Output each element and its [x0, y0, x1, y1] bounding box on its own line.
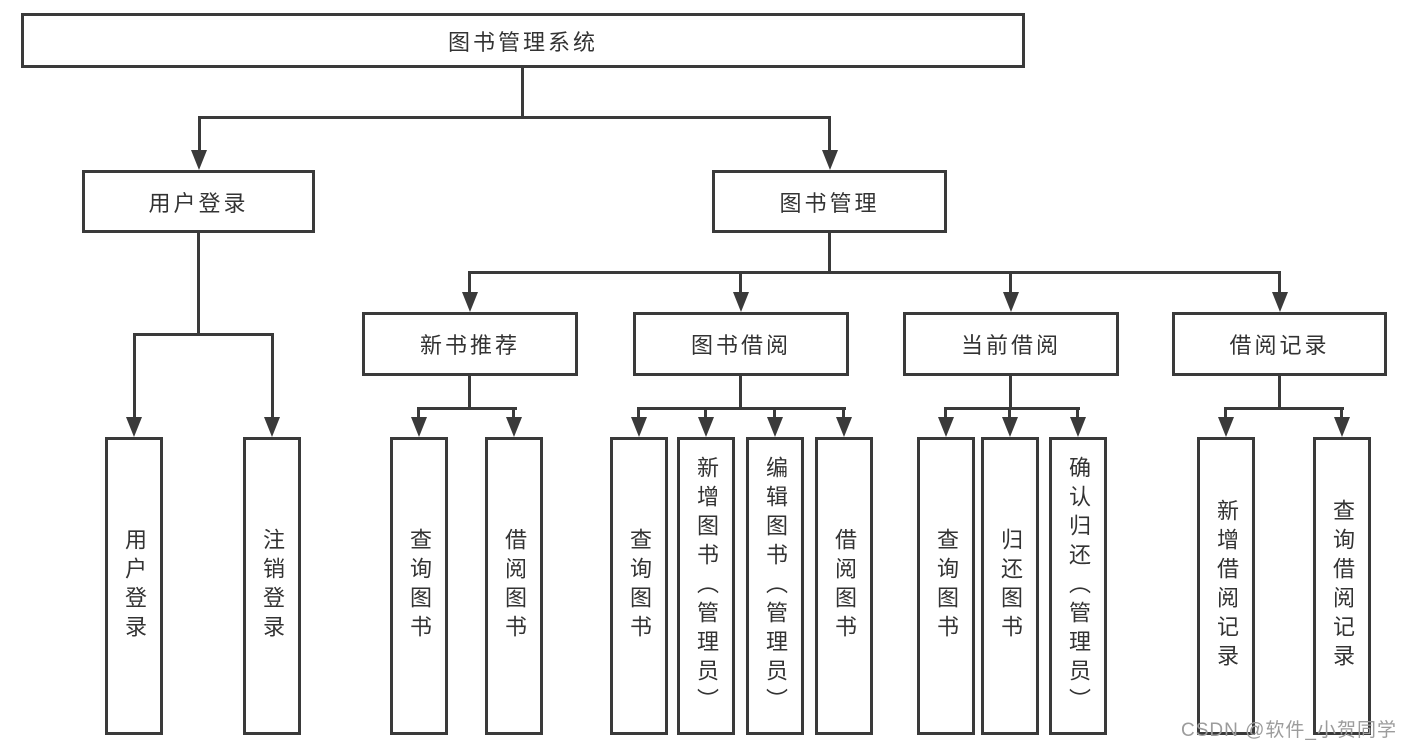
arrow-down-icon [836, 417, 852, 437]
connector [637, 407, 846, 410]
connector [417, 407, 420, 421]
connector [1278, 376, 1281, 409]
arrow-down-icon [1002, 417, 1018, 437]
connector [468, 376, 471, 409]
node-current-borrowing: 当前借阅 [903, 312, 1119, 376]
connector [1278, 271, 1281, 296]
node-leaf-query-borrow-record: 查询借阅记录 [1313, 437, 1371, 735]
node-leaf-borrow-books-2: 借阅图书 [815, 437, 873, 735]
arrow-down-icon [938, 417, 954, 437]
connector [739, 271, 742, 296]
arrow-down-icon [767, 417, 783, 437]
arrow-down-icon [1334, 417, 1350, 437]
connector [133, 333, 136, 421]
connector [944, 407, 947, 421]
arrow-down-icon [1070, 417, 1086, 437]
node-new-book-recommendation: 新书推荐 [362, 312, 578, 376]
connector [637, 407, 640, 421]
arrow-down-icon [1272, 292, 1288, 312]
node-leaf-query-books-1: 查询图书 [390, 437, 448, 735]
arrow-down-icon [126, 417, 142, 437]
connector [1076, 407, 1079, 421]
node-leaf-query-books-2: 查询图书 [610, 437, 668, 735]
connector [468, 271, 471, 296]
watermark-text: CSDN @软件_小贺同学 [1181, 720, 1397, 741]
connector [828, 116, 831, 154]
connector [739, 376, 742, 409]
connector [521, 68, 524, 118]
arrow-down-icon [191, 150, 207, 170]
node-leaf-confirm-return-admin: 确认归还（管理员） [1049, 437, 1107, 735]
connector [198, 116, 201, 154]
arrow-down-icon [733, 292, 749, 312]
connector [828, 233, 831, 273]
node-leaf-return-books: 归还图书 [981, 437, 1039, 735]
node-leaf-borrow-books-1: 借阅图书 [485, 437, 543, 735]
connector [1224, 407, 1227, 421]
connector [944, 407, 1080, 410]
connector [842, 407, 845, 421]
node-library-management-system: 图书管理系统 [21, 13, 1025, 68]
arrow-down-icon [1003, 292, 1019, 312]
arrow-down-icon [264, 417, 280, 437]
arrow-down-icon [698, 417, 714, 437]
connector [773, 407, 776, 421]
arrow-down-icon [462, 292, 478, 312]
connector [271, 333, 274, 421]
connector [197, 233, 200, 336]
connector [198, 116, 831, 119]
node-user-login: 用户登录 [82, 170, 315, 233]
connector [1340, 407, 1343, 421]
arrow-down-icon [411, 417, 427, 437]
arrow-down-icon [1218, 417, 1234, 437]
connector [468, 271, 1281, 274]
node-leaf-add-borrow-record: 新增借阅记录 [1197, 437, 1255, 735]
connector [133, 333, 274, 336]
node-leaf-user-login: 用户登录 [105, 437, 163, 735]
arrow-down-icon [631, 417, 647, 437]
node-leaf-edit-books-admin: 编辑图书（管理员） [746, 437, 804, 735]
arrow-down-icon [506, 417, 522, 437]
node-borrowing-records: 借阅记录 [1172, 312, 1387, 376]
connector [417, 407, 517, 410]
node-leaf-logout: 注销登录 [243, 437, 301, 735]
arrow-down-icon [822, 150, 838, 170]
connector [1008, 407, 1011, 421]
connector [704, 407, 707, 421]
node-leaf-query-books-3: 查询图书 [917, 437, 975, 735]
connector [1224, 407, 1344, 410]
connector [1009, 271, 1012, 296]
connector [512, 407, 515, 421]
node-book-borrowing: 图书借阅 [633, 312, 849, 376]
node-book-management: 图书管理 [712, 170, 947, 233]
node-leaf-add-books-admin: 新增图书（管理员） [677, 437, 735, 735]
connector [1009, 376, 1012, 409]
